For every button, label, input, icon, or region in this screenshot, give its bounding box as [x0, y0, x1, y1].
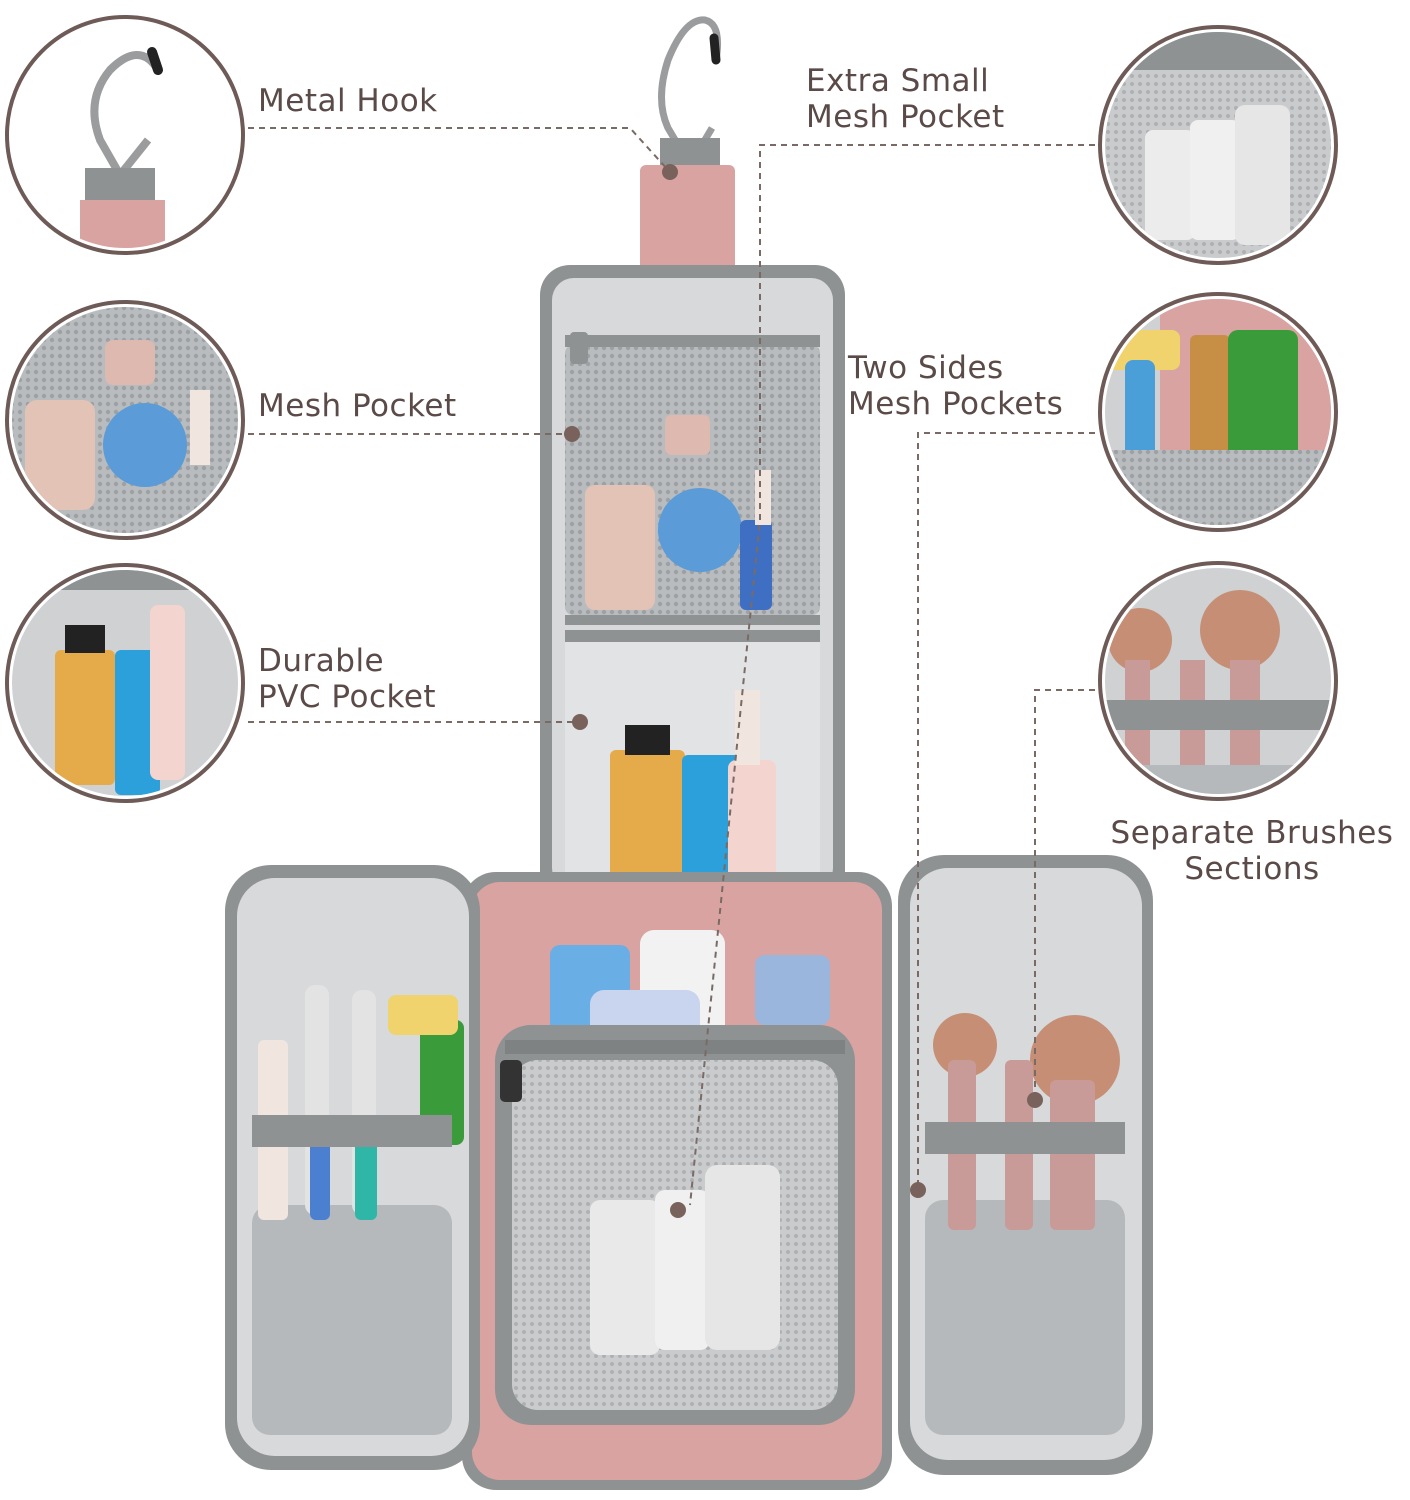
label-extra-small-line1: Extra Small [806, 63, 990, 99]
label-extra-small-line2: Mesh Pocket [806, 99, 1005, 135]
label-pvc-pocket: Durable PVC Pocket [258, 643, 436, 715]
toiletry-bag [225, 16, 1153, 1490]
callout-circle-mesh [5, 300, 245, 540]
label-pvc-pocket-line2: PVC Pocket [258, 679, 437, 715]
label-two-sides-line2: Mesh Pockets [848, 386, 1064, 422]
leader-lines [248, 127, 1095, 1206]
label-two-sides: Two Sides Mesh Pockets [848, 350, 1063, 422]
label-metal-hook-text: Metal Hook [258, 83, 438, 119]
callout-circle-pvc [5, 563, 245, 803]
label-brushes-line1: Separate Brushes [1110, 815, 1394, 851]
callout-circle-brushes [1098, 561, 1338, 801]
label-brushes: Separate Brushes Sections [1102, 815, 1402, 887]
callout-circle-hook [5, 15, 245, 255]
label-pvc-pocket-line1: Durable [258, 643, 385, 679]
label-mesh-pocket-text: Mesh Pocket [258, 388, 457, 424]
callout-circle-two-sides [1098, 292, 1338, 532]
label-extra-small: Extra Small Mesh Pocket [806, 63, 1005, 135]
label-brushes-line2: Sections [1184, 851, 1320, 887]
label-two-sides-line1: Two Sides [848, 350, 1004, 386]
label-mesh-pocket: Mesh Pocket [258, 388, 457, 424]
leader-dots [564, 164, 1043, 1218]
callout-circle-extra-small [1098, 25, 1338, 265]
label-metal-hook: Metal Hook [258, 83, 438, 119]
hook-icon [658, 16, 722, 167]
